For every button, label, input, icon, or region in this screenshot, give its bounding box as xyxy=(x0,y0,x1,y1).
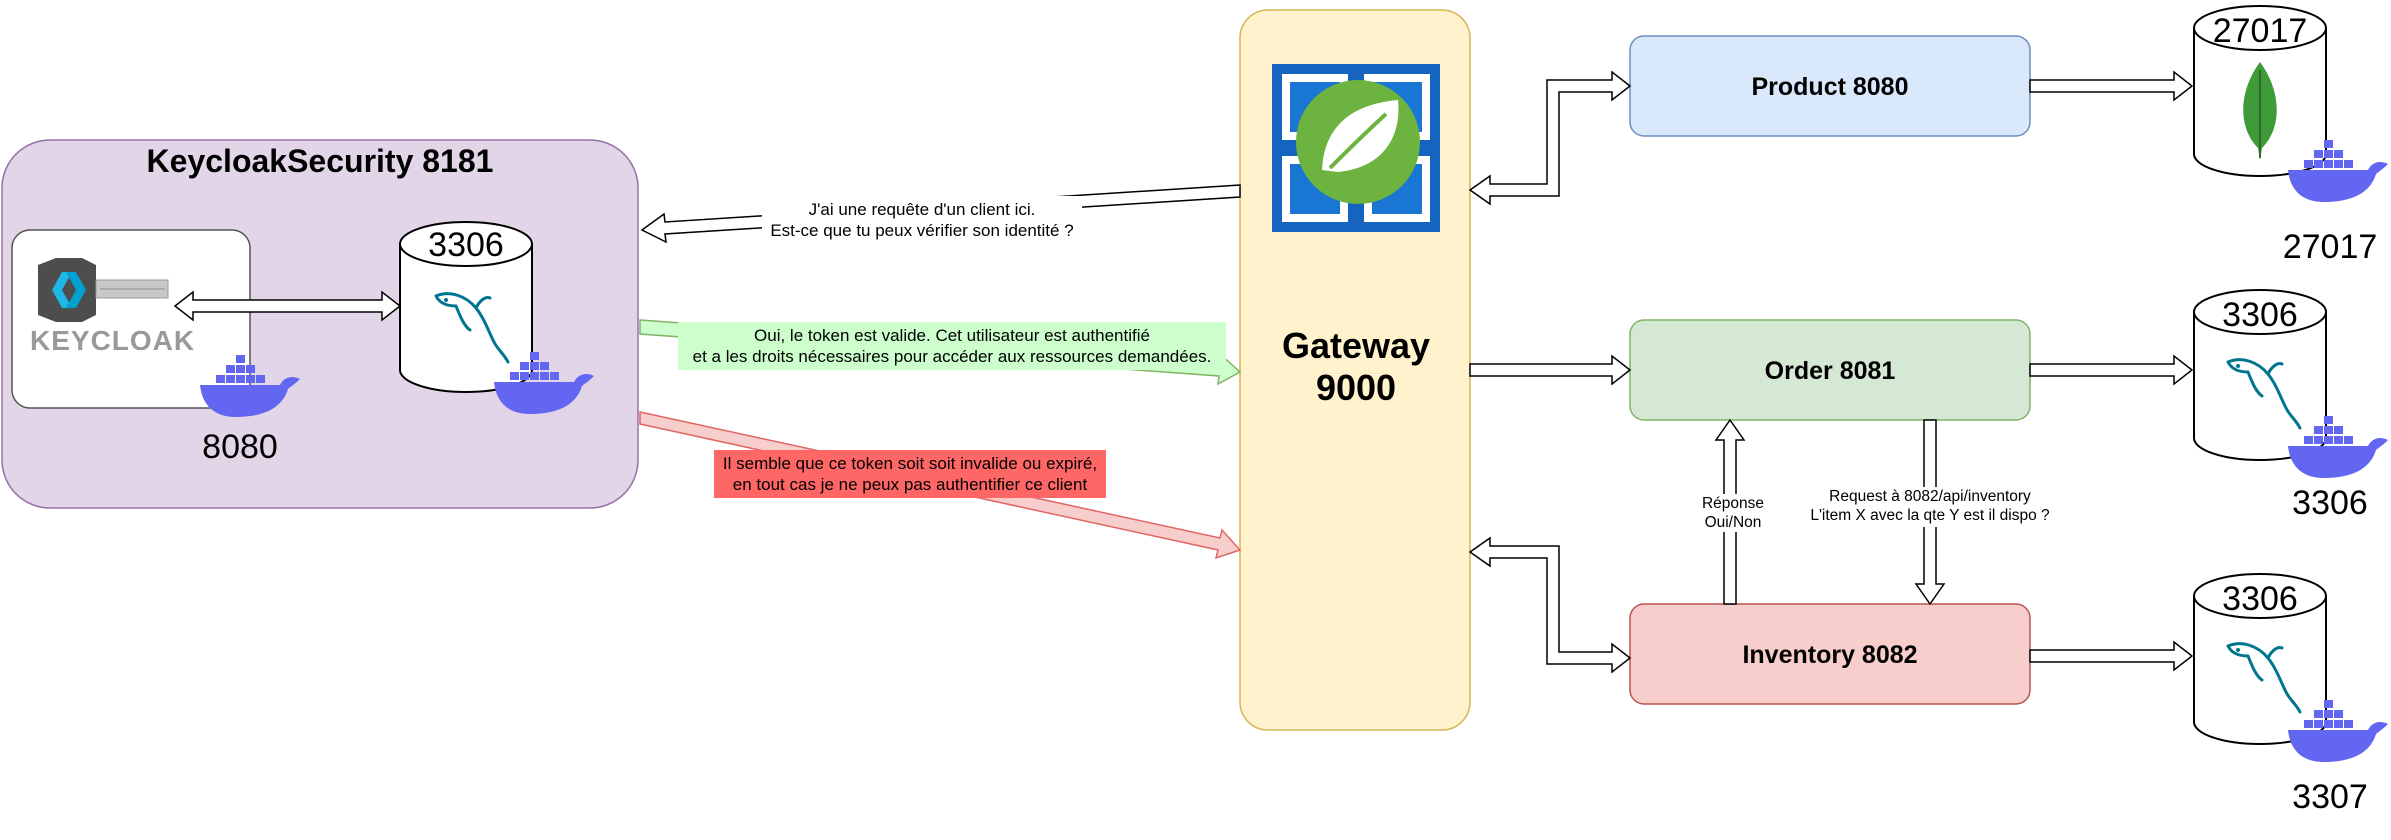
inventory-service-label: Inventory 8082 xyxy=(1742,641,1917,669)
inventory-request-text-1: Request à 8082/api/inventory xyxy=(1829,488,2031,505)
verify-request-label: J'ai une requête d'un client ici. Est-ce… xyxy=(762,196,1082,244)
spring-logo-icon xyxy=(1272,64,1440,232)
product-service-label: Product 8080 xyxy=(1751,73,1908,101)
token-invalid-label: Il semble que ce token soit soit invalid… xyxy=(714,450,1106,498)
order-db-port-top: 3306 xyxy=(2222,296,2298,334)
inventory-db-arrow xyxy=(2029,640,2194,672)
token-invalid-text-1: Il semble que ce token soit soit invalid… xyxy=(723,454,1097,473)
gateway-inventory-arrow xyxy=(1468,536,1632,674)
gateway-title: Gateway xyxy=(1282,325,1430,366)
response-text-1: Réponse xyxy=(1702,495,1764,512)
order-service-box: Order 8081 xyxy=(1629,319,2031,421)
mongodb-leaf-icon xyxy=(2243,62,2277,160)
keycloak-port-label: 8080 xyxy=(202,428,278,466)
inventory-db-port-bottom: 3307 xyxy=(2292,778,2368,816)
product-db-arrow xyxy=(2029,70,2194,102)
verify-request-text-2: Est-ce que tu peux vérifier son identité… xyxy=(770,221,1073,240)
product-db-port-bottom: 27017 xyxy=(2283,228,2378,266)
token-valid-label: Oui, le token est valide. Cet utilisateu… xyxy=(678,322,1226,370)
response-text-2: Oui/Non xyxy=(1705,514,1762,531)
inventory-request-label: Request à 8082/api/inventory L'item X av… xyxy=(1808,487,2054,527)
inventory-service-box: Inventory 8082 xyxy=(1629,603,2031,705)
product-db-port-top: 27017 xyxy=(2213,12,2308,50)
gateway-order-arrow xyxy=(1469,354,1632,386)
response-label: Réponse Oui/Non xyxy=(1698,494,1764,532)
token-valid-text-2: et a les droits nécessaires pour accéder… xyxy=(693,347,1212,366)
keycloak-logo-text: KEYCLOAK xyxy=(30,325,195,356)
keycloak-db-port: 3306 xyxy=(428,226,504,264)
order-service-label: Order 8081 xyxy=(1765,357,1896,385)
product-service-box: Product 8080 xyxy=(1629,35,2031,137)
token-valid-text-1: Oui, le token est valide. Cet utilisateu… xyxy=(754,326,1150,345)
gateway-port: 9000 xyxy=(1316,367,1396,408)
token-invalid-text-2: en tout cas je ne peux pas authentifier … xyxy=(733,475,1088,494)
inventory-db-port-top: 3306 xyxy=(2222,580,2298,618)
verify-request-text-1: J'ai une requête d'un client ici. xyxy=(809,200,1036,219)
keycloak-service-box: KEYCLOAK xyxy=(11,229,300,417)
order-db-arrow xyxy=(2029,354,2194,386)
order-db-port-bottom: 3306 xyxy=(2292,484,2368,522)
inventory-request-text-2: L'item X avec la qte Y est il dispo ? xyxy=(1810,507,2050,524)
keycloak-security-title: KeycloakSecurity 8181 xyxy=(147,143,494,179)
keycloak-db-arrow xyxy=(173,290,402,322)
keycloak-logo-icon xyxy=(38,258,169,322)
gateway-product-arrow xyxy=(1468,70,1632,206)
